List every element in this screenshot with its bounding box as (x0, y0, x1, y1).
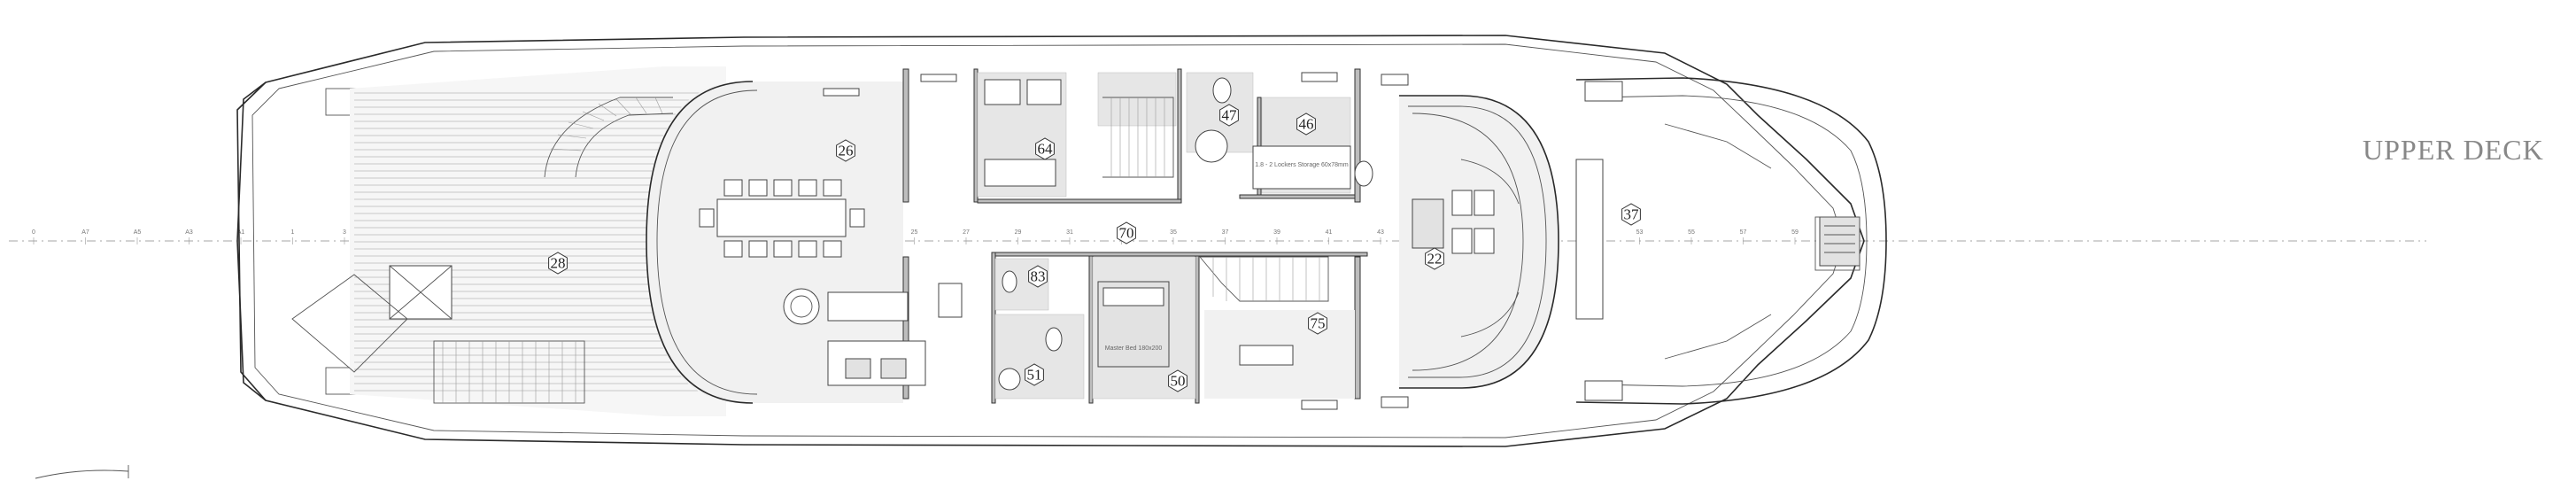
frame-label: 35 (1170, 229, 1177, 236)
frame-label: A5 (134, 229, 142, 236)
frame-label: 3 (343, 229, 346, 236)
frame-label: 29 (1015, 229, 1022, 236)
room-number: 47 (1222, 107, 1238, 124)
room-number: 51 (1027, 367, 1042, 384)
forward-oval (1399, 95, 1559, 389)
aft-stair (433, 340, 585, 404)
room-hexagon (1025, 363, 1044, 386)
office-desk (1252, 145, 1351, 190)
frame-label: 43 (1377, 229, 1384, 236)
room-number: 64 (1038, 141, 1054, 158)
room-number: 26 (839, 143, 854, 159)
frame-label: 41 (1326, 229, 1333, 236)
room-hexagon (1621, 203, 1641, 226)
deck-title: UPPER DECK (2363, 134, 2544, 166)
room-number: 22 (1427, 251, 1443, 268)
bow-extension (1575, 77, 1887, 405)
frame-label: 59 (1791, 229, 1799, 236)
room-hexagon (548, 252, 568, 275)
frame-label: 57 (1740, 229, 1747, 236)
room-hexagon (1117, 221, 1136, 244)
forward-seating (1412, 159, 1604, 337)
office-label: 1.8 - 2 Lockers Storage 60x78mm (1255, 162, 1349, 168)
frame-label: 53 (1636, 229, 1644, 236)
room-hexagon (1168, 369, 1187, 392)
frame-label: A7 (81, 229, 89, 236)
bed-label: Master Bed 180x200 (1105, 345, 1163, 352)
hull-outline (236, 35, 1865, 447)
service-stair (1102, 97, 1174, 178)
room-number: 70 (1119, 225, 1134, 242)
room-hexagon (836, 139, 855, 162)
frame-label: 25 (911, 229, 918, 236)
room-number: 50 (1171, 373, 1186, 390)
frame-label: 0 (32, 229, 35, 236)
frame-label: 55 (1688, 229, 1695, 236)
room-labels: 26 28 64 70 47 46 83 51 50 75 22 37 (548, 104, 1641, 392)
lounge-sofa (783, 283, 963, 386)
room-hexagon (1035, 137, 1055, 160)
room-number: 46 (1299, 116, 1314, 133)
aft-deck-floor (350, 66, 726, 416)
room-number: 37 (1624, 206, 1640, 223)
salon-oval (646, 81, 754, 404)
room-number: 28 (551, 255, 566, 272)
frame-label: A3 (185, 229, 193, 236)
dining-table (699, 179, 865, 258)
room-hexagon (1296, 112, 1316, 136)
frame-label: 31 (1066, 229, 1073, 236)
room-hexagon (1028, 265, 1048, 288)
frame-label: 39 (1273, 229, 1280, 236)
frame-label: 37 (1222, 229, 1229, 236)
frame-label: 1 (291, 229, 295, 236)
room-hexagon (1308, 312, 1327, 335)
frame-label: 27 (963, 229, 970, 236)
frame-label: A1 (237, 229, 245, 236)
room-number: 83 (1031, 268, 1046, 285)
bow-steps (1664, 123, 1860, 360)
room-number: 75 (1311, 315, 1326, 332)
main-stair (1199, 256, 1329, 302)
north-arc (35, 469, 129, 479)
spiral-stair (544, 97, 674, 178)
aft-platform (236, 81, 267, 401)
room-hexagon (1425, 247, 1444, 270)
room-hexagon (1219, 104, 1239, 127)
